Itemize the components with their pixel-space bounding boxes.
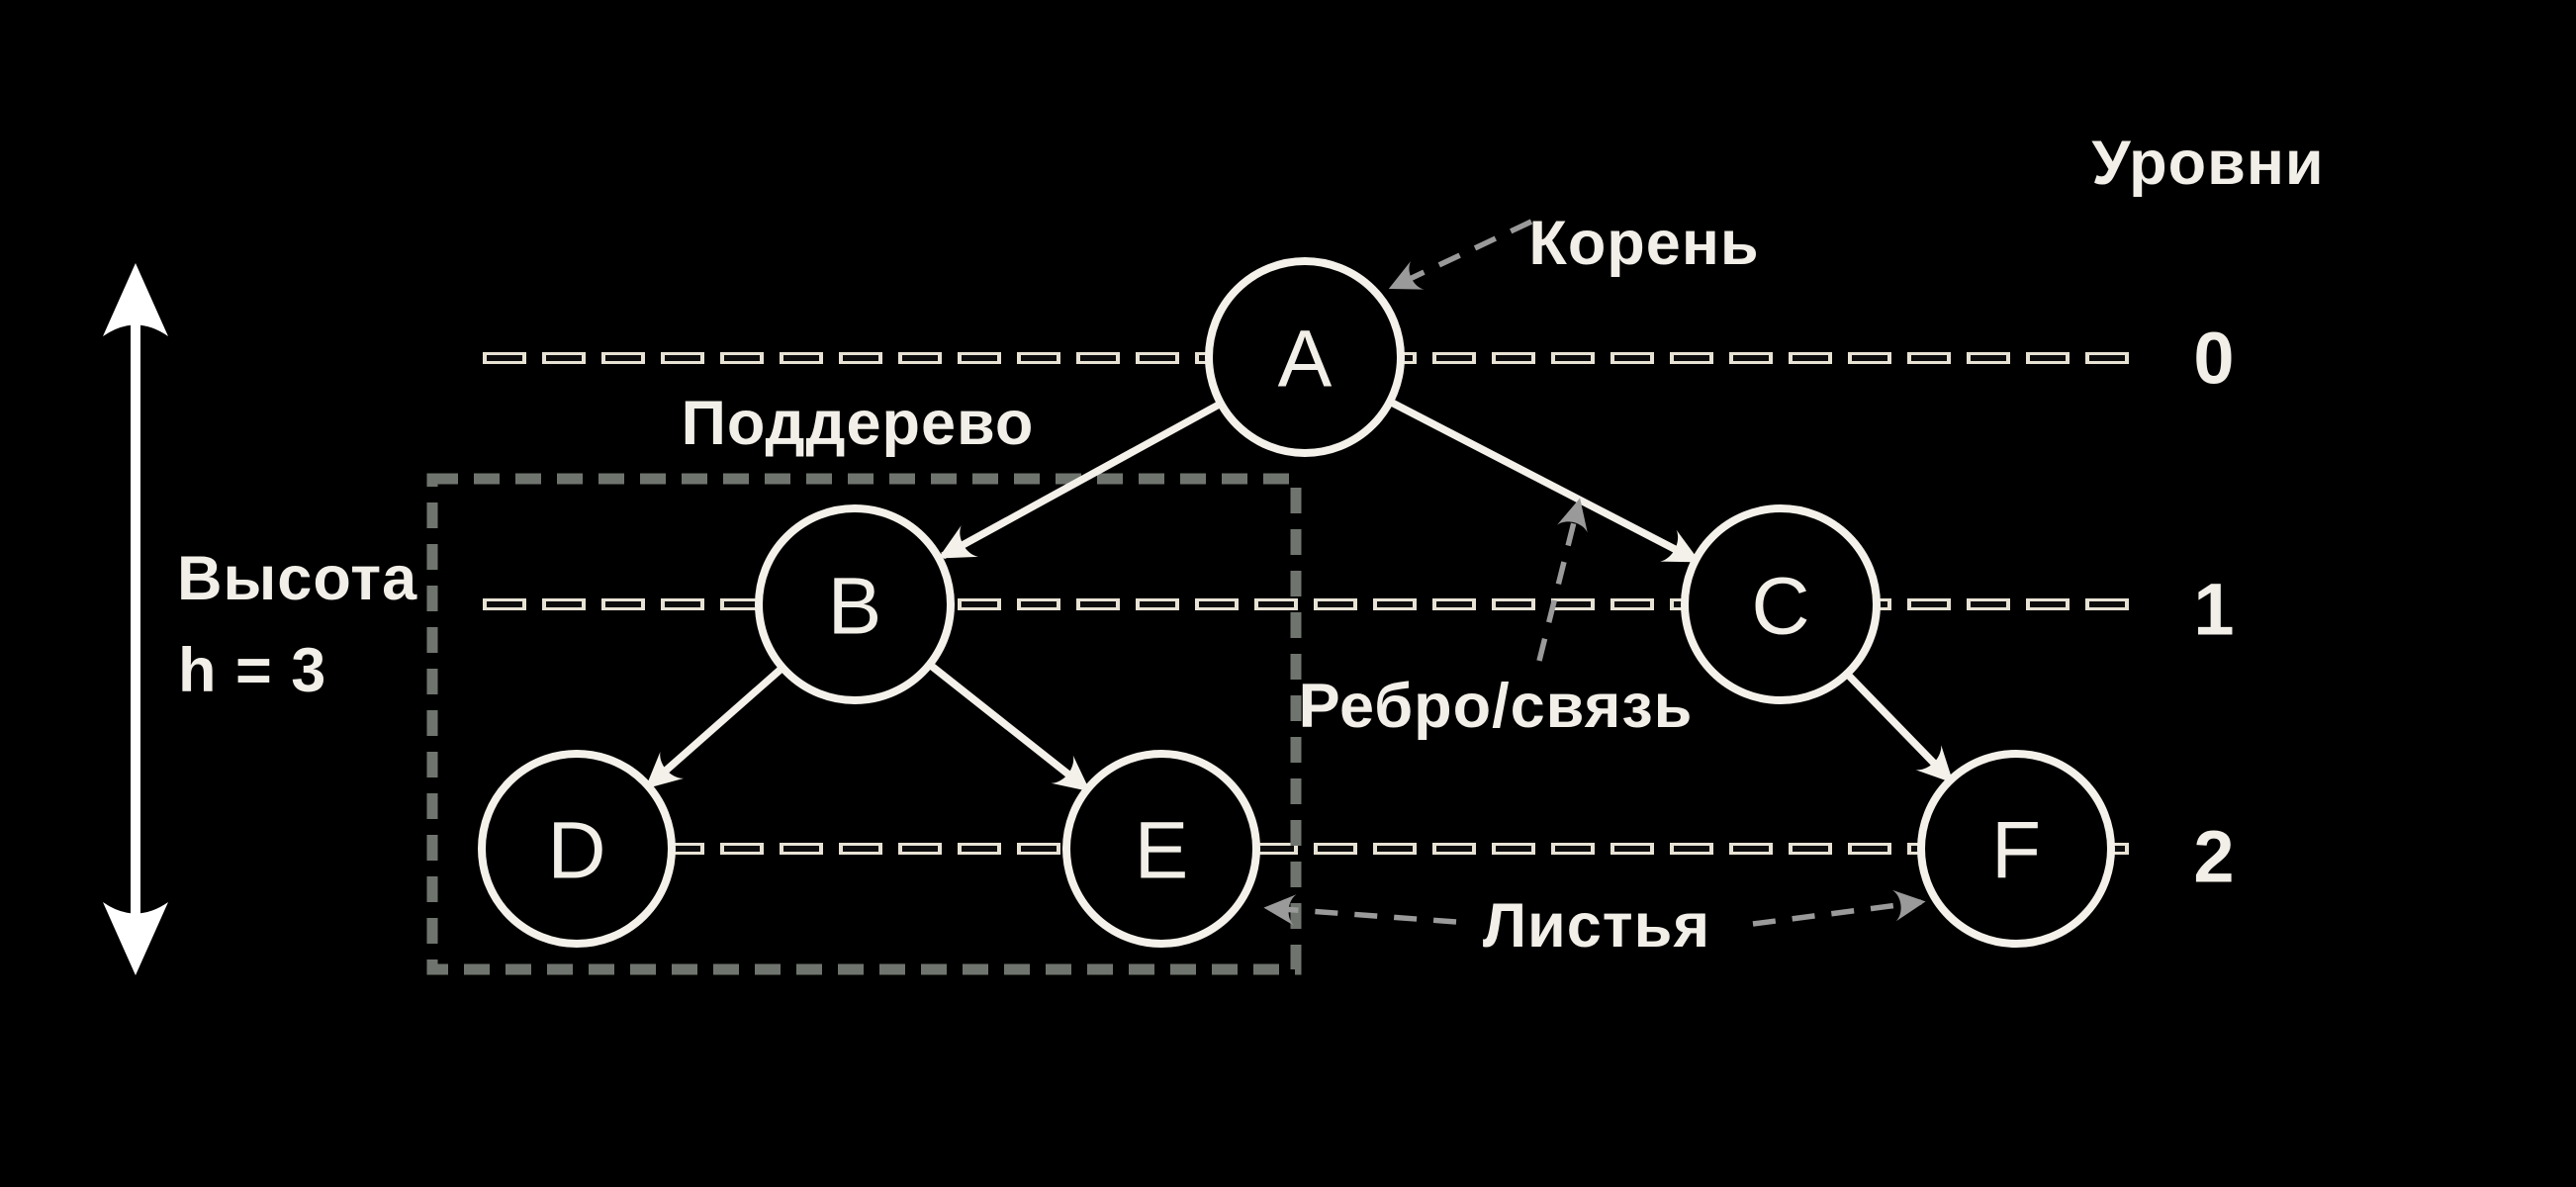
node-a: A [1205, 257, 1405, 457]
node-d-circle [478, 750, 676, 948]
node-d: D [478, 750, 676, 948]
height-double-arrow-icon [103, 263, 168, 975]
subtree-box [426, 473, 1302, 975]
edge-annotation-arrow-icon [1536, 498, 1588, 662]
node-c-label: C [1751, 562, 1809, 652]
edge-b-d-arrow [645, 665, 785, 789]
edge-label: Ребро/связь [1299, 672, 1694, 741]
node-f-label: F [1991, 806, 2041, 896]
node-f: F [1917, 750, 2115, 948]
height-label-line2: h = 3 [178, 636, 326, 705]
node-c: C [1681, 504, 1881, 704]
node-f-circle [1917, 750, 2115, 948]
node-b-label: B [828, 562, 882, 652]
node-a-circle [1205, 257, 1405, 457]
leaves-annotation-arrow-right-icon [1752, 889, 1926, 927]
node-d-label: D [547, 806, 605, 896]
leaves-label: Листья [1483, 891, 1710, 960]
node-a-label: A [1278, 315, 1333, 405]
subtree-label: Поддерево [682, 389, 1035, 458]
leaves-annotation-arrow-left-icon [1263, 894, 1457, 926]
node-e-label: E [1135, 806, 1189, 896]
height-label-line1: Высота [177, 544, 417, 613]
level-0-number: 0 [2193, 318, 2234, 400]
edge-a-c-arrow [1388, 398, 1701, 564]
node-b-circle [755, 504, 955, 704]
level-1-number: 1 [2193, 569, 2234, 651]
level-2-number: 2 [2193, 816, 2234, 898]
node-e-circle [1062, 750, 1260, 948]
node-e: E [1062, 750, 1260, 948]
node-c-circle [1681, 504, 1881, 704]
node-b: B [755, 504, 955, 704]
edge-b-e-arrow [927, 662, 1091, 792]
root-annotation-arrow-icon [1388, 219, 1533, 290]
edge-c-f-arrow [1844, 671, 1954, 783]
levels-title: Уровни [2091, 129, 2324, 198]
edge-a-b-arrow [938, 400, 1223, 560]
root-label: Корень [1528, 209, 1759, 278]
